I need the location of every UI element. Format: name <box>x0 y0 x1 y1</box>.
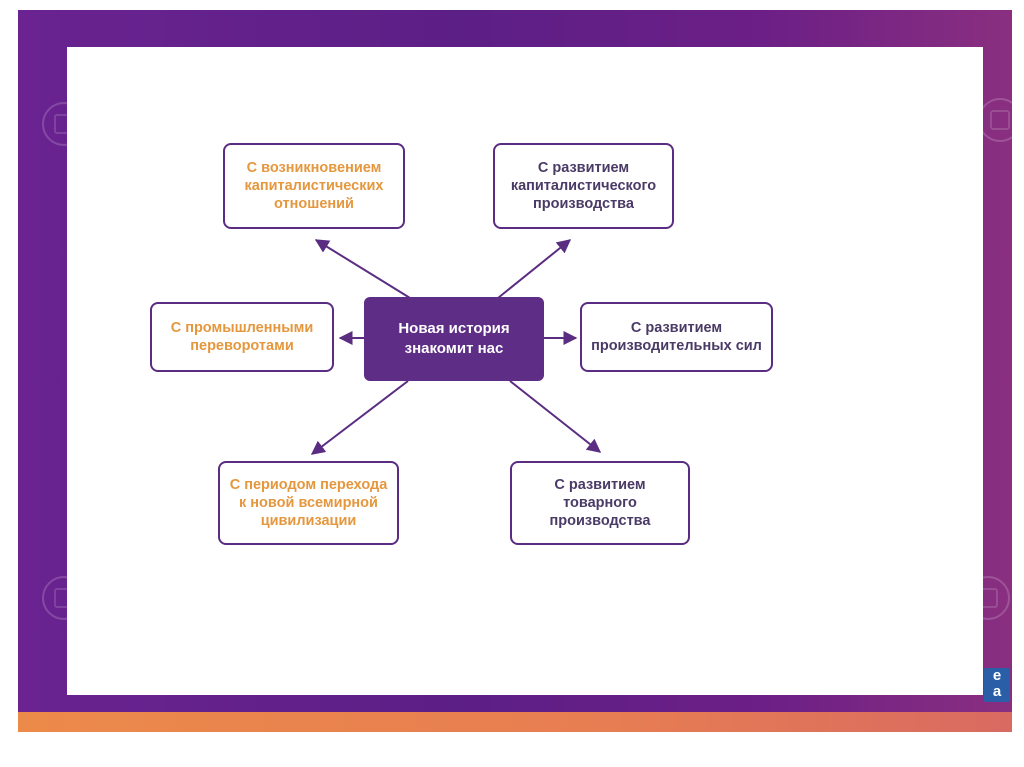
central-node: Новая история знакомит нас <box>364 297 544 381</box>
node-text: С развитием производительных сил <box>591 320 762 354</box>
node-text: С возникновением капиталистических отнош… <box>244 160 384 212</box>
computer-icon <box>978 98 1012 142</box>
node-text: С развитием товарного производства <box>549 477 651 529</box>
node-capitalist-relations: С возникновением капиталистических отнош… <box>223 143 405 229</box>
logo-letter-bottom: a <box>992 683 1002 700</box>
brand-logo: e a <box>984 668 1010 702</box>
node-text: С промышленными переворотами <box>170 320 314 354</box>
node-productive-forces: С развитием производительных сил <box>580 302 773 372</box>
node-capitalist-production: С развитием капиталистического производс… <box>493 143 674 229</box>
bottom-accent-bar <box>18 712 1012 732</box>
logo-letter-top: e <box>992 667 1002 684</box>
node-world-civilization: С периодом перехода к новой всемирной ци… <box>218 461 399 545</box>
node-commodity-production: С развитием товарного производства <box>510 461 690 545</box>
node-text: С развитием капиталистического производс… <box>510 160 657 212</box>
central-node-text: Новая история знакомит нас <box>398 320 510 357</box>
node-text: С периодом перехода к новой всемирной ци… <box>229 477 388 529</box>
node-industrial-revolutions: С промышленными переворотами <box>150 302 334 372</box>
